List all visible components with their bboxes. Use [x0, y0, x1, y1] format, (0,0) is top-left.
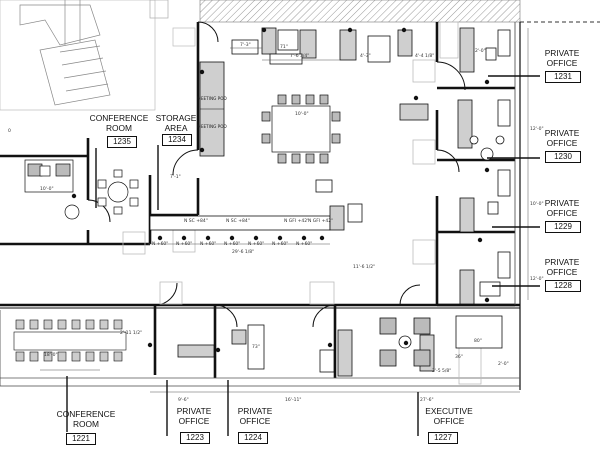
- svg-text:71": 71": [280, 44, 288, 50]
- meeting-pod-label: MEETING POD: [197, 96, 226, 101]
- tag-leaders: [66, 75, 540, 436]
- svg-text:36": 36": [455, 354, 463, 360]
- svg-text:73": 73": [252, 344, 260, 350]
- svg-text:4'-4 1/8": 4'-4 1/8": [415, 53, 434, 59]
- svg-text:7'-6 3/4": 7'-6 3/4": [290, 53, 309, 59]
- room-number: 1228: [545, 280, 581, 292]
- svg-text:N +60": N +60": [224, 241, 240, 247]
- misc-tag: 0: [8, 128, 11, 134]
- svg-text:12'-0": 12'-0": [530, 276, 544, 282]
- walls: [0, 22, 521, 390]
- room-number: 1221: [66, 433, 96, 445]
- svg-text:9'-6": 9'-6": [178, 397, 189, 403]
- conference-1221-table: [13, 319, 127, 362]
- svg-text:18'-0": 18'-0": [44, 352, 58, 358]
- svg-text:N +60": N +60": [176, 241, 192, 247]
- dimension-texts: 7'-3" 7'-6 3/4" 4'-3" 4'-4 1/8" 10'-0" 2…: [40, 42, 544, 403]
- svg-text:27'-6": 27'-6": [420, 397, 434, 403]
- meeting-pod-label: MEETING POD: [197, 124, 226, 129]
- svg-text:2'-11 1/2": 2'-11 1/2": [120, 330, 142, 336]
- svg-text:2'-0": 2'-0": [498, 361, 509, 367]
- room-number: 1227: [428, 432, 458, 444]
- svg-text:N +60": N +60": [152, 241, 168, 247]
- hatched-wall-top: [199, 0, 521, 23]
- svg-text:10'-0": 10'-0": [295, 111, 309, 117]
- bottom-office-furniture: [177, 315, 503, 377]
- window-lines: [0, 22, 520, 387]
- svg-text:10'-0": 10'-0": [40, 186, 54, 192]
- svg-text:80": 80": [474, 338, 482, 344]
- lounge-furniture: [24, 159, 80, 220]
- svg-text:12'-0": 12'-0": [530, 126, 544, 132]
- room-number: 1231: [545, 71, 581, 83]
- room-number: 1235: [107, 136, 137, 148]
- central-conference-table: [261, 94, 341, 164]
- svg-text:N SC +84": N SC +84": [226, 218, 250, 224]
- svg-text:4'-3": 4'-3": [360, 53, 371, 59]
- outlet-markers: [71, 27, 490, 353]
- dimension-lines: [40, 28, 529, 393]
- svg-text:16'-11": 16'-11": [285, 397, 301, 403]
- svg-text:N +60": N +60": [296, 241, 312, 247]
- svg-text:29'-6 1/8": 29'-6 1/8": [232, 249, 254, 255]
- room-number: 1224: [238, 432, 268, 444]
- workstations-top: [231, 27, 413, 65]
- conference-1235-furniture: [97, 169, 139, 215]
- svg-text:10'-0": 10'-0": [530, 201, 544, 207]
- svg-text:N +60": N +60": [272, 241, 288, 247]
- stair-structure: [0, 0, 196, 111]
- office-furniture-right: [399, 27, 511, 305]
- room-number: 1223: [180, 432, 210, 444]
- svg-text:7'-3": 7'-3": [240, 42, 251, 48]
- door-swings: [87, 21, 466, 328]
- svg-text:N GFI +42": N GFI +42": [284, 218, 309, 224]
- room-number: 1230: [545, 151, 581, 163]
- svg-text:N SC +84": N SC +84": [184, 218, 208, 224]
- svg-text:2'-0": 2'-0": [475, 48, 486, 54]
- counter: [149, 179, 363, 231]
- room-number: 1229: [545, 221, 581, 233]
- outlet-labels: N SC +84" N SC +84" N GFI +42" N GFI +42…: [152, 218, 333, 247]
- meeting-pods: MEETING POD MEETING POD: [197, 61, 227, 157]
- svg-text:N +60": N +60": [248, 241, 264, 247]
- svg-text:7'-1": 7'-1": [170, 174, 181, 180]
- svg-text:N +60": N +60": [200, 241, 216, 247]
- svg-text:N GFI +42": N GFI +42": [308, 218, 333, 224]
- room-number: 1234: [162, 134, 192, 146]
- svg-text:11'-6 1/2": 11'-6 1/2": [353, 264, 375, 270]
- svg-text:2'-5 5/8": 2'-5 5/8": [432, 368, 451, 374]
